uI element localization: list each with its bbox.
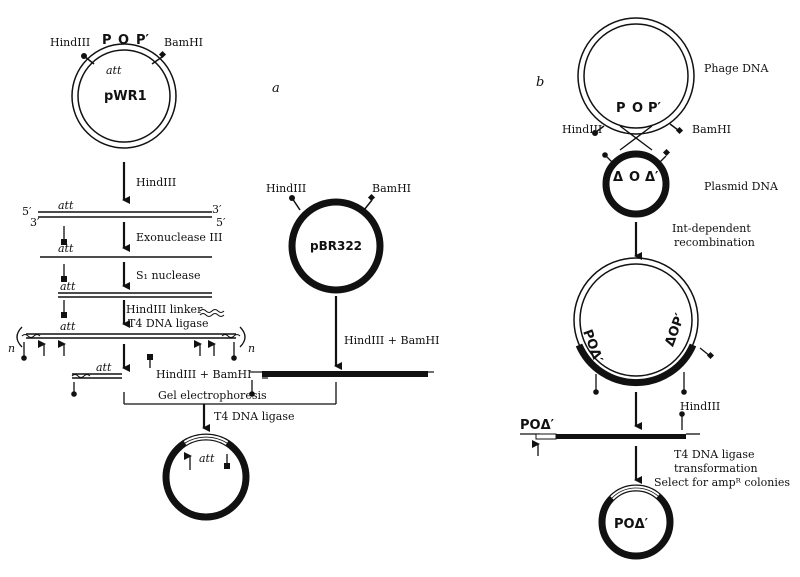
linker-wavy-symbol <box>199 309 225 317</box>
label-ligase-step: T4 DNA ligase <box>128 317 209 330</box>
crossover-x <box>619 125 653 151</box>
final-plasmid-label: POΔ′ <box>614 517 649 532</box>
strand-3-left: 3′ <box>30 216 40 229</box>
att-label-final: att <box>199 452 215 465</box>
concatemer <box>16 326 246 361</box>
plasmid-tri-right: Δ′ <box>645 170 659 185</box>
att-label-5: att <box>96 361 112 374</box>
pbr322-bam: BamHI <box>372 182 411 195</box>
marker-left-bam <box>147 354 153 368</box>
phage-pprime: P′ <box>648 101 662 116</box>
pwr1-name: pWR1 <box>104 89 147 104</box>
step-ligase-b: T4 DNA ligase <box>674 448 755 461</box>
pwr1-bam-marker <box>151 50 167 65</box>
label-linker-step: HindIII linker <box>126 303 203 316</box>
pbr322-hind: HindIII <box>266 182 306 195</box>
n-right: n <box>248 342 255 355</box>
att-label-3: att <box>60 280 76 293</box>
linear-pwr1-ds <box>38 211 212 218</box>
label-ligase-2: T4 DNA ligase <box>214 410 295 423</box>
cointegrate-markers <box>593 347 715 395</box>
pbr-digest-label: HindIII + BamHI <box>344 334 440 347</box>
linear-fragment-label: POΔ′ <box>520 418 555 433</box>
int-right-label: ΔOP′ <box>663 311 689 349</box>
pwr1-hind-marker <box>81 53 95 65</box>
label-gel: Gel electrophoresis <box>158 389 267 402</box>
strand-3-right: 3′ <box>212 203 222 216</box>
pwr1-bam: BamHI <box>164 36 203 49</box>
label-exo-step: Exonuclease III <box>136 231 222 244</box>
att-label-1: att <box>58 199 74 212</box>
final-plasmid-b <box>598 484 674 560</box>
panel-a-letter: a <box>272 81 280 96</box>
att-label-4: att <box>60 320 76 333</box>
linear-fragment-b <box>520 411 700 456</box>
phage-o: O <box>632 101 643 116</box>
pwr1-plasmid: pWR1 att <box>71 43 177 149</box>
pwr1-hind: HindIII <box>50 36 90 49</box>
att-label-2: att <box>58 242 74 255</box>
label-hind-step: HindIII <box>136 176 176 189</box>
pwr1-pprime: P′ <box>136 33 150 48</box>
recomb-label-1: Int-dependent <box>672 222 751 235</box>
phage-bam-marker <box>669 123 684 135</box>
step-select: Select for ampᴿ colonies <box>654 476 790 489</box>
pbr322-bam-marker <box>363 193 376 211</box>
strand-5-left: 5′ <box>22 205 32 218</box>
plasmid-label: Plasmid DNA <box>704 180 779 193</box>
phage-label: Phage DNA <box>704 62 770 75</box>
pwr1-att: att <box>106 64 122 77</box>
fragment-left <box>71 373 122 397</box>
panel-b-letter: b <box>536 75 544 90</box>
step-transformation: transformation <box>674 462 758 475</box>
marker-linker-square <box>61 300 67 318</box>
pwr1-o: O <box>118 33 129 48</box>
label-s1-step: S₁ nuclease <box>136 269 201 282</box>
hind-cut-label: HindIII <box>680 400 720 413</box>
n-left: n <box>8 342 15 355</box>
cointegrate <box>573 257 699 387</box>
strand-5-right: 5′ <box>216 216 226 229</box>
marker-exo-square <box>61 226 67 245</box>
linear-after-s1 <box>58 292 212 298</box>
pbr322-name: pBR322 <box>310 239 362 253</box>
recomb-label-2: recombination <box>674 236 755 249</box>
pbr322-hind-marker <box>289 195 301 211</box>
gel-bracket <box>123 382 337 405</box>
phage-hind-marker <box>592 125 605 136</box>
phage-bam: BamHI <box>692 123 731 136</box>
plasmid-o: O <box>629 170 640 185</box>
phage-dna <box>577 17 695 135</box>
label-hindbam-left: HindIII + BamHI <box>156 368 252 381</box>
phage-p: P <box>616 101 626 116</box>
marker-s1-square <box>61 264 67 282</box>
plasmid-dna <box>602 150 670 218</box>
recombinant-plasmid-a <box>162 433 250 521</box>
plasmid-tri-left: Δ <box>613 170 623 185</box>
pbr322-plasmid: pBR322 <box>288 198 384 294</box>
pwr1-p: P <box>102 33 112 48</box>
pbr-linear-fragment <box>249 371 434 397</box>
plasmid-markers <box>602 148 671 163</box>
